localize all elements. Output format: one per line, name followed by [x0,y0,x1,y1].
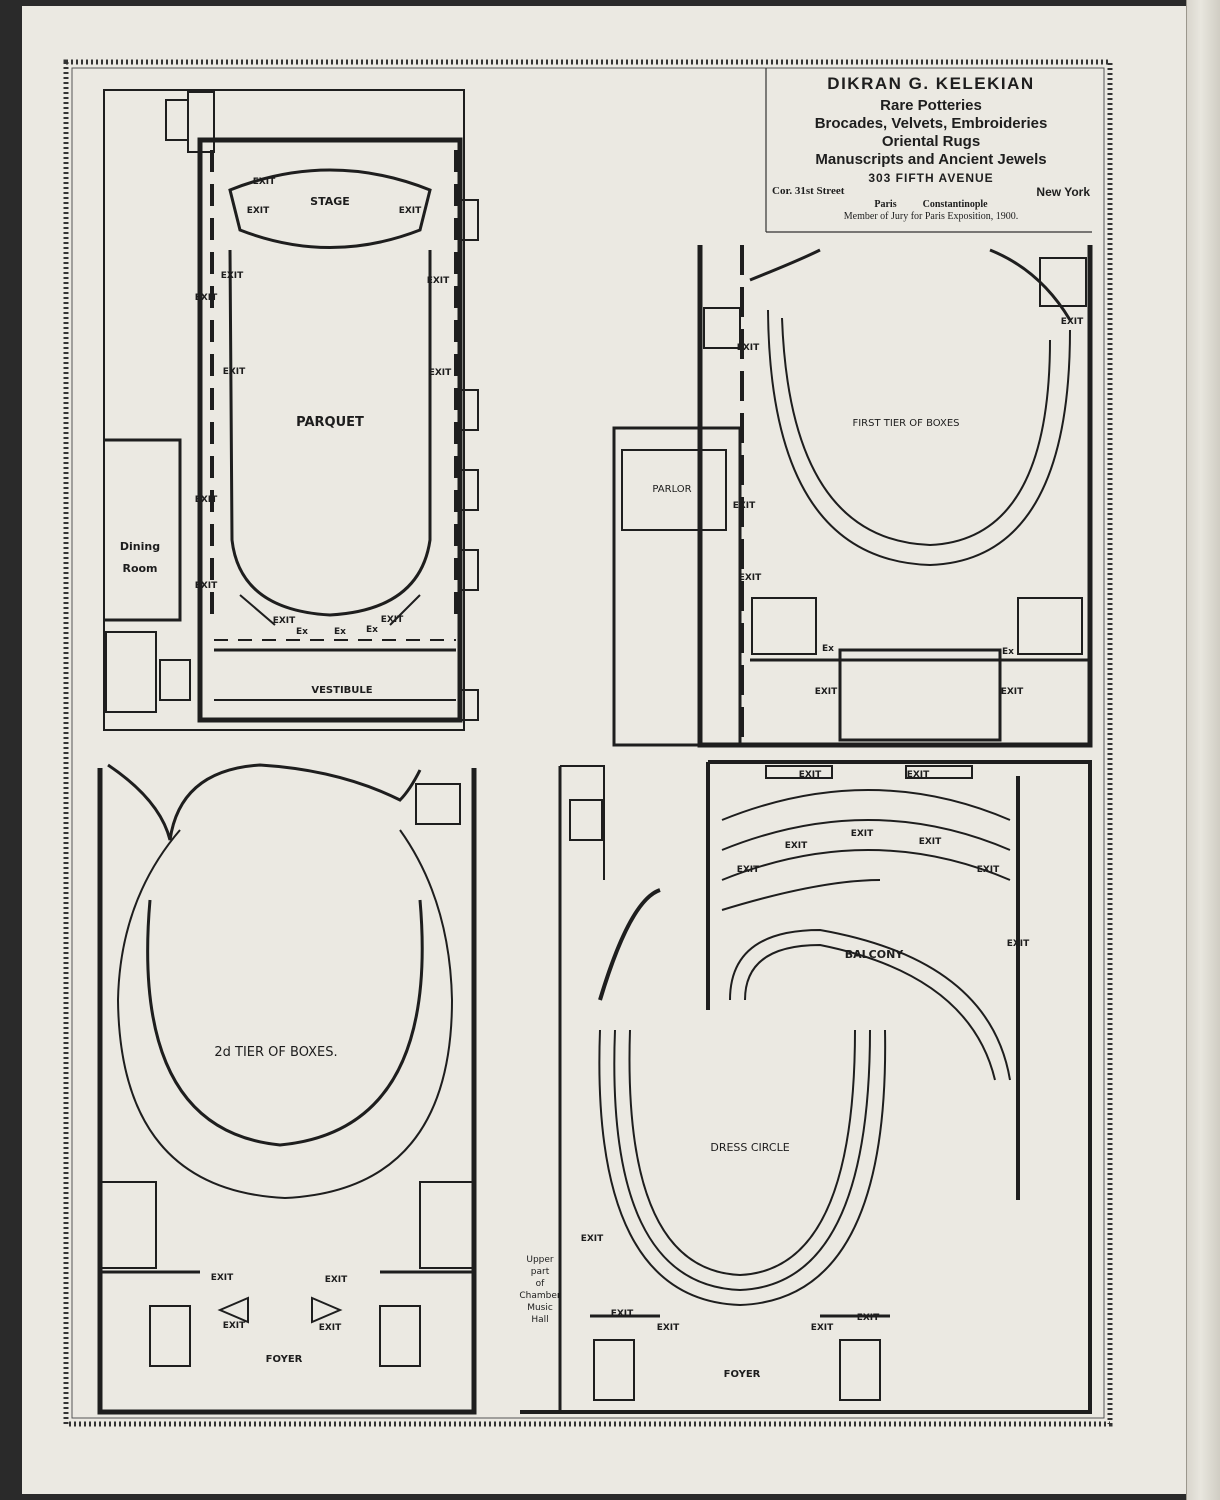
exit-label: EXIT [223,367,246,377]
second-tier-plan [97,763,477,1415]
exit-label: EXIT [799,770,822,780]
exit-label: EXIT [1061,317,1084,327]
ex-label: Ex [334,627,346,637]
label-parlor: PARLOR [652,484,691,495]
ad-line: Rare Potteries [880,97,982,114]
exit-label: EXIT [785,841,808,851]
label-stage: STAGE [310,195,350,208]
first-tier-labels: FIRST TIER OF BOXES PARLOR EXIT EXIT EXI… [652,317,1084,697]
label-second-tier: 2d TIER OF BOXES. [214,1045,337,1060]
exit-label: EXIT [581,1234,604,1244]
ad-city: New York [1036,185,1090,199]
ad-branch: Paris [874,199,897,210]
exit-label: EXIT [919,837,942,847]
second-tier-labels: 2d TIER OF BOXES. FOYER EXIT EXIT EXIT E… [211,1045,348,1365]
exit-label: EXIT [221,271,244,281]
program-page [22,6,1202,1494]
ex-label: Ex [822,644,834,654]
advertiser-name: DIKRAN G. KELEKIAN [827,74,1035,93]
exit-label: EXIT [739,573,762,583]
label-chamber-hall: Chamber [519,1291,561,1301]
exit-label: EXIT [223,1321,246,1331]
exit-label: EXIT [815,687,838,697]
exit-label: EXIT [195,581,218,591]
exit-label: EXIT [1001,687,1024,697]
exit-label: EXIT [195,495,218,505]
ad-line: Oriental Rugs [881,133,981,150]
exit-label: EXIT [195,293,218,303]
label-chamber-hall: part [531,1267,550,1277]
label-chamber-hall: Upper [526,1255,554,1265]
exit-label: EXIT [851,829,874,839]
ad-line: Manuscripts and Ancient Jewels [815,151,1047,168]
exit-label: EXIT [319,1323,342,1333]
exit-label: EXIT [977,865,1000,875]
inner-frame [71,67,1105,1419]
ad-address: 303 FIFTH AVENUE [868,171,994,185]
hatched-frame [63,59,1113,1427]
ex-label: Ex [366,625,378,635]
first-tier-plan [612,245,1093,748]
label-foyer: FOYER [266,1354,303,1365]
exit-label: EXIT [381,615,404,625]
exit-label: EXIT [429,368,452,378]
exit-label: EXIT [1007,939,1030,949]
exit-label: EXIT [325,1275,348,1285]
exit-label: EXIT [737,343,760,353]
exit-label: EXIT [737,865,760,875]
balcony-labels: BALCONY DRESS CIRCLE FOYER EXIT EXIT EXI… [519,770,1030,1380]
exit-label: EXIT [247,206,270,216]
exit-label: EXIT [253,177,276,187]
label-parquet: PARQUET [296,415,364,430]
exit-label: EXIT [611,1309,634,1319]
ad-line: Brocades, Velvets, Embroideries [814,115,1048,132]
label-chamber-hall: Music [527,1303,553,1313]
exit-label: EXIT [211,1273,234,1283]
parquet-labels: STAGE PARQUET VESTIBULE Dining Room EXIT… [120,177,452,696]
ad-location-row: Cor. 31st Street New York [768,185,1094,199]
exit-label: EXIT [733,501,756,511]
exit-label: EXIT [907,770,930,780]
parquet-plan [103,89,479,731]
label-first-tier: FIRST TIER OF BOXES [852,418,959,429]
label-vestibule: VESTIBULE [311,685,372,696]
ad-branches: Paris Constantinople [768,199,1094,210]
ad-branch: Constantinople [922,199,988,210]
exit-label: EXIT [399,206,422,216]
advertisement: DIKRAN G. KELEKIAN Rare Potteries Brocad… [768,74,1094,222]
exit-label: EXIT [427,276,450,286]
label-chamber-hall: Hall [531,1315,548,1325]
exit-label: EXIT [657,1323,680,1333]
exit-label: EXIT [273,616,296,626]
label-chamber-hall: of [536,1279,546,1289]
ad-box [765,68,1092,233]
label-dress-circle: DRESS CIRCLE [710,1141,789,1154]
balcony-plan [520,760,1092,1414]
ex-label: Ex [1002,647,1014,657]
binding-spine [1186,0,1220,1500]
label-room: Room [122,562,157,575]
label-foyer: FOYER [724,1369,761,1380]
ad-corner: Cor. 31st Street [772,185,845,197]
label-balcony: BALCONY [845,948,905,961]
label-dining: Dining [120,540,160,553]
ex-label: Ex [296,627,308,637]
ad-jury-note: Member of Jury for Paris Exposition, 190… [843,211,1019,222]
exit-label: EXIT [811,1323,834,1333]
exit-label: EXIT [857,1313,880,1323]
